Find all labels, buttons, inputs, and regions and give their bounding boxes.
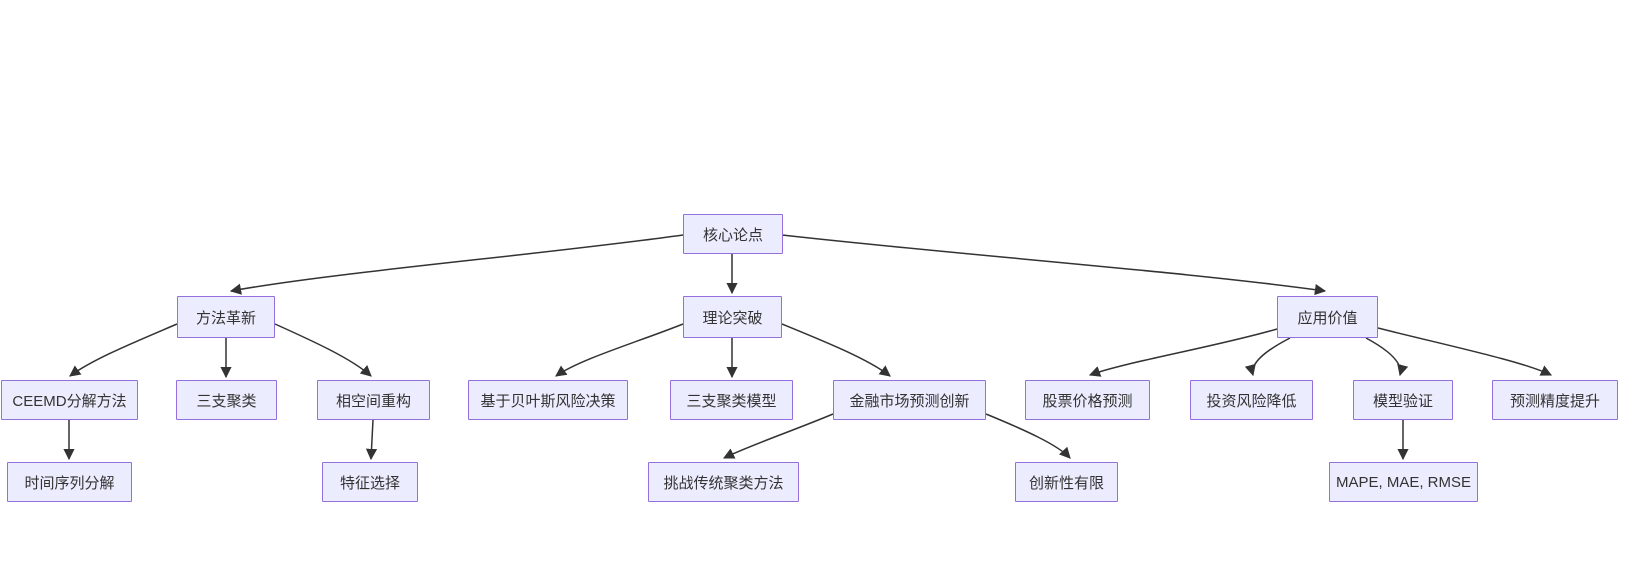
node-challenge-clustering: 挑战传统聚类方法	[648, 462, 799, 502]
node-core: 核心论点	[683, 214, 783, 254]
edge-core-to-application-value	[781, 234, 1327, 296]
edge-value-to-forecast-precision	[1377, 327, 1553, 376]
node-time-series: 时间序列分解	[7, 462, 132, 502]
node-application-value: 应用价值	[1277, 296, 1378, 338]
edge-theory-to-bayes-risk	[555, 323, 684, 377]
edge-method-to-phase-space	[274, 323, 372, 377]
edge-value-to-investment-risk	[1244, 337, 1291, 377]
node-forecast-precision: 预测精度提升	[1492, 380, 1618, 420]
node-stock-price: 股票价格预测	[1025, 380, 1150, 420]
edge-theory-to-finance-forecast	[781, 323, 891, 377]
node-finance-forecast: 金融市场预测创新	[833, 380, 986, 420]
edge-finance-to-limited-innovation	[985, 413, 1071, 459]
node-bayes-risk: 基于贝叶斯风险决策	[468, 380, 628, 420]
edge-value-to-model-validation	[1365, 337, 1409, 377]
node-model-validation: 模型验证	[1353, 380, 1453, 420]
node-method-innovation: 方法革新	[177, 296, 275, 338]
node-limited-innovation: 创新性有限	[1015, 462, 1118, 502]
node-ceemd: CEEMD分解方法	[1, 380, 138, 420]
node-phase-space: 相空间重构	[317, 380, 430, 420]
node-investment-risk: 投资风险降低	[1190, 380, 1313, 420]
node-feature-selection: 特征选择	[322, 462, 418, 502]
edge-core-to-method-innovation	[229, 234, 684, 295]
edge-phase-space-to-feature-selection	[365, 419, 378, 461]
node-metrics: MAPE, MAE, RMSE	[1329, 462, 1478, 502]
node-three-way-clustering: 三支聚类	[176, 380, 277, 420]
edge-method-to-ceemd	[69, 323, 178, 377]
node-theory-breakthrough: 理论突破	[683, 296, 782, 338]
edge-value-to-stock-price	[1088, 328, 1278, 377]
edge-finance-to-challenge-clustering	[722, 413, 834, 459]
node-three-way-model: 三支聚类模型	[670, 380, 793, 420]
